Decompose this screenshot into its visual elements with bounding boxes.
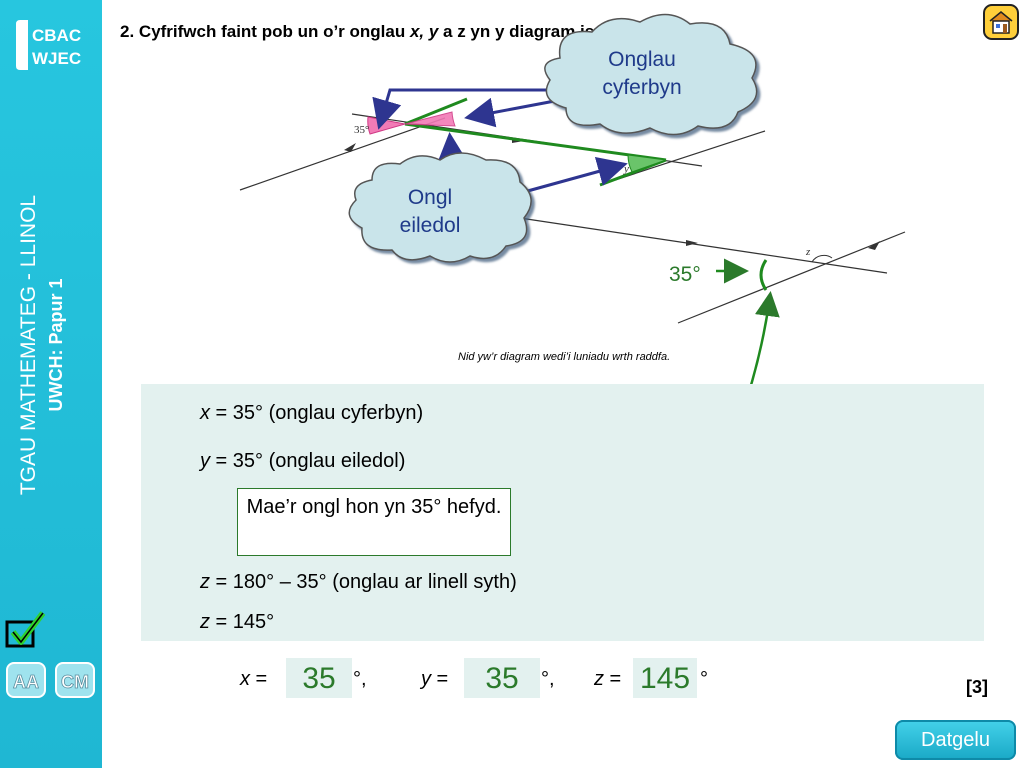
- answer-z-field[interactable]: 145: [633, 658, 697, 698]
- answer-x-var: x: [240, 668, 250, 690]
- sidebar: CBAC WJEC TGAU MATHEMATEG - LLINOL UWCH:…: [0, 0, 102, 768]
- answer-x-field[interactable]: 35: [286, 658, 352, 698]
- angle-z-arc: [811, 254, 833, 263]
- answer-y-eq: =: [431, 668, 449, 690]
- working-z1-var: z: [200, 571, 210, 593]
- green-line-lower: [404, 122, 667, 162]
- green-line-upper: [404, 97, 468, 126]
- parallel-arrow-upper: [344, 143, 356, 152]
- cm-button-label: CM: [61, 672, 89, 692]
- cloud-opposite-line2: cyferbyn: [602, 76, 682, 99]
- arrow-opposite-left: [372, 88, 548, 130]
- cloud-opposite-angles: [544, 13, 758, 136]
- cloud-opposite-line1: Onglau: [608, 48, 676, 71]
- angle-y-highlight: [627, 154, 667, 173]
- working-z1-text: = 180° – 35° (onglau ar linell syth): [210, 571, 517, 593]
- answer-x-label: x =: [240, 668, 267, 691]
- cloud-alternate-line2: eiledol: [399, 214, 461, 237]
- answer-z-eq: =: [604, 668, 622, 690]
- green-35-label: 35°: [669, 263, 701, 286]
- hint-box: Mae’r ongl hon yn 35° hefyd.: [237, 488, 511, 556]
- answer-x-eq: =: [250, 668, 268, 690]
- working-z2-var: z: [200, 611, 210, 633]
- cloud-opposite-text: Onglau cyferbyn: [582, 46, 702, 102]
- arrow-opposite-right: [464, 97, 561, 128]
- logo-text-wjec: WJEC: [32, 49, 81, 68]
- question-text-before: Cyfrifwch faint pob un o’r onglau: [134, 22, 410, 41]
- working-line-z1: z = 180° – 35° (onglau ar linell syth): [200, 571, 517, 594]
- home-icon[interactable]: [983, 4, 1019, 40]
- checkbox-tick-icon[interactable]: [5, 610, 47, 650]
- logo-text-cbac: CBAC: [32, 26, 81, 45]
- cm-button[interactable]: CM: [55, 662, 95, 698]
- answer-y-label: y =: [421, 668, 448, 691]
- working-line-y: y = 35° (onglau eiledol): [200, 450, 405, 473]
- scale-note: Nid yw’r diagram wedi’i luniadu wrth rad…: [458, 351, 671, 363]
- transversal-line-lower: [519, 217, 888, 274]
- answer-z-unit: °: [700, 668, 708, 690]
- angle-label-35: 35°: [354, 124, 369, 136]
- aa-button-label: AA: [13, 672, 39, 692]
- answer-x-unit: °,: [353, 668, 367, 690]
- transversal-arrow-lower: [686, 240, 698, 246]
- working-y-var: y: [200, 450, 210, 472]
- question-number: 2.: [120, 22, 135, 41]
- answer-z-var: z: [594, 668, 604, 690]
- marks-label: [3]: [966, 677, 988, 697]
- parallel-line-lower: [677, 231, 906, 324]
- parallel-line-upper: [239, 117, 446, 191]
- arrow-alternate-right: [523, 156, 628, 194]
- cloud-alternate-angle: [348, 152, 532, 263]
- working-line-z2: z = 145°: [200, 611, 274, 634]
- cloud-alternate-text: Ongl eiledol: [380, 184, 480, 240]
- working-line-x: x = 35° (onglau cyferbyn): [200, 402, 423, 425]
- parallel-arrow-lower: [868, 241, 880, 250]
- working-y-text: = 35° (onglau eiledol): [210, 450, 406, 472]
- answer-y-field[interactable]: 35: [464, 658, 540, 698]
- answer-z-label: z =: [594, 668, 621, 691]
- cloud-alternate-line1: Ongl: [407, 186, 453, 209]
- working-x-text: = 35° (onglau cyferbyn): [210, 402, 424, 424]
- answer-y-unit: °,: [541, 668, 555, 690]
- cbac-wjec-logo: CBAC WJEC: [16, 20, 81, 70]
- answer-y-var: y: [421, 668, 431, 690]
- angle-bracket-35: [759, 259, 768, 291]
- reveal-button[interactable]: Datgelu: [895, 720, 1016, 760]
- working-z2-text: = 145°: [210, 611, 275, 633]
- angle-label-z: z: [805, 246, 811, 258]
- angle-label-y: y: [623, 163, 629, 175]
- working-x-var: x: [200, 402, 210, 424]
- question-variables: x, y: [409, 22, 439, 41]
- aa-button[interactable]: AA: [6, 662, 46, 698]
- angle-x-highlight: [404, 111, 456, 127]
